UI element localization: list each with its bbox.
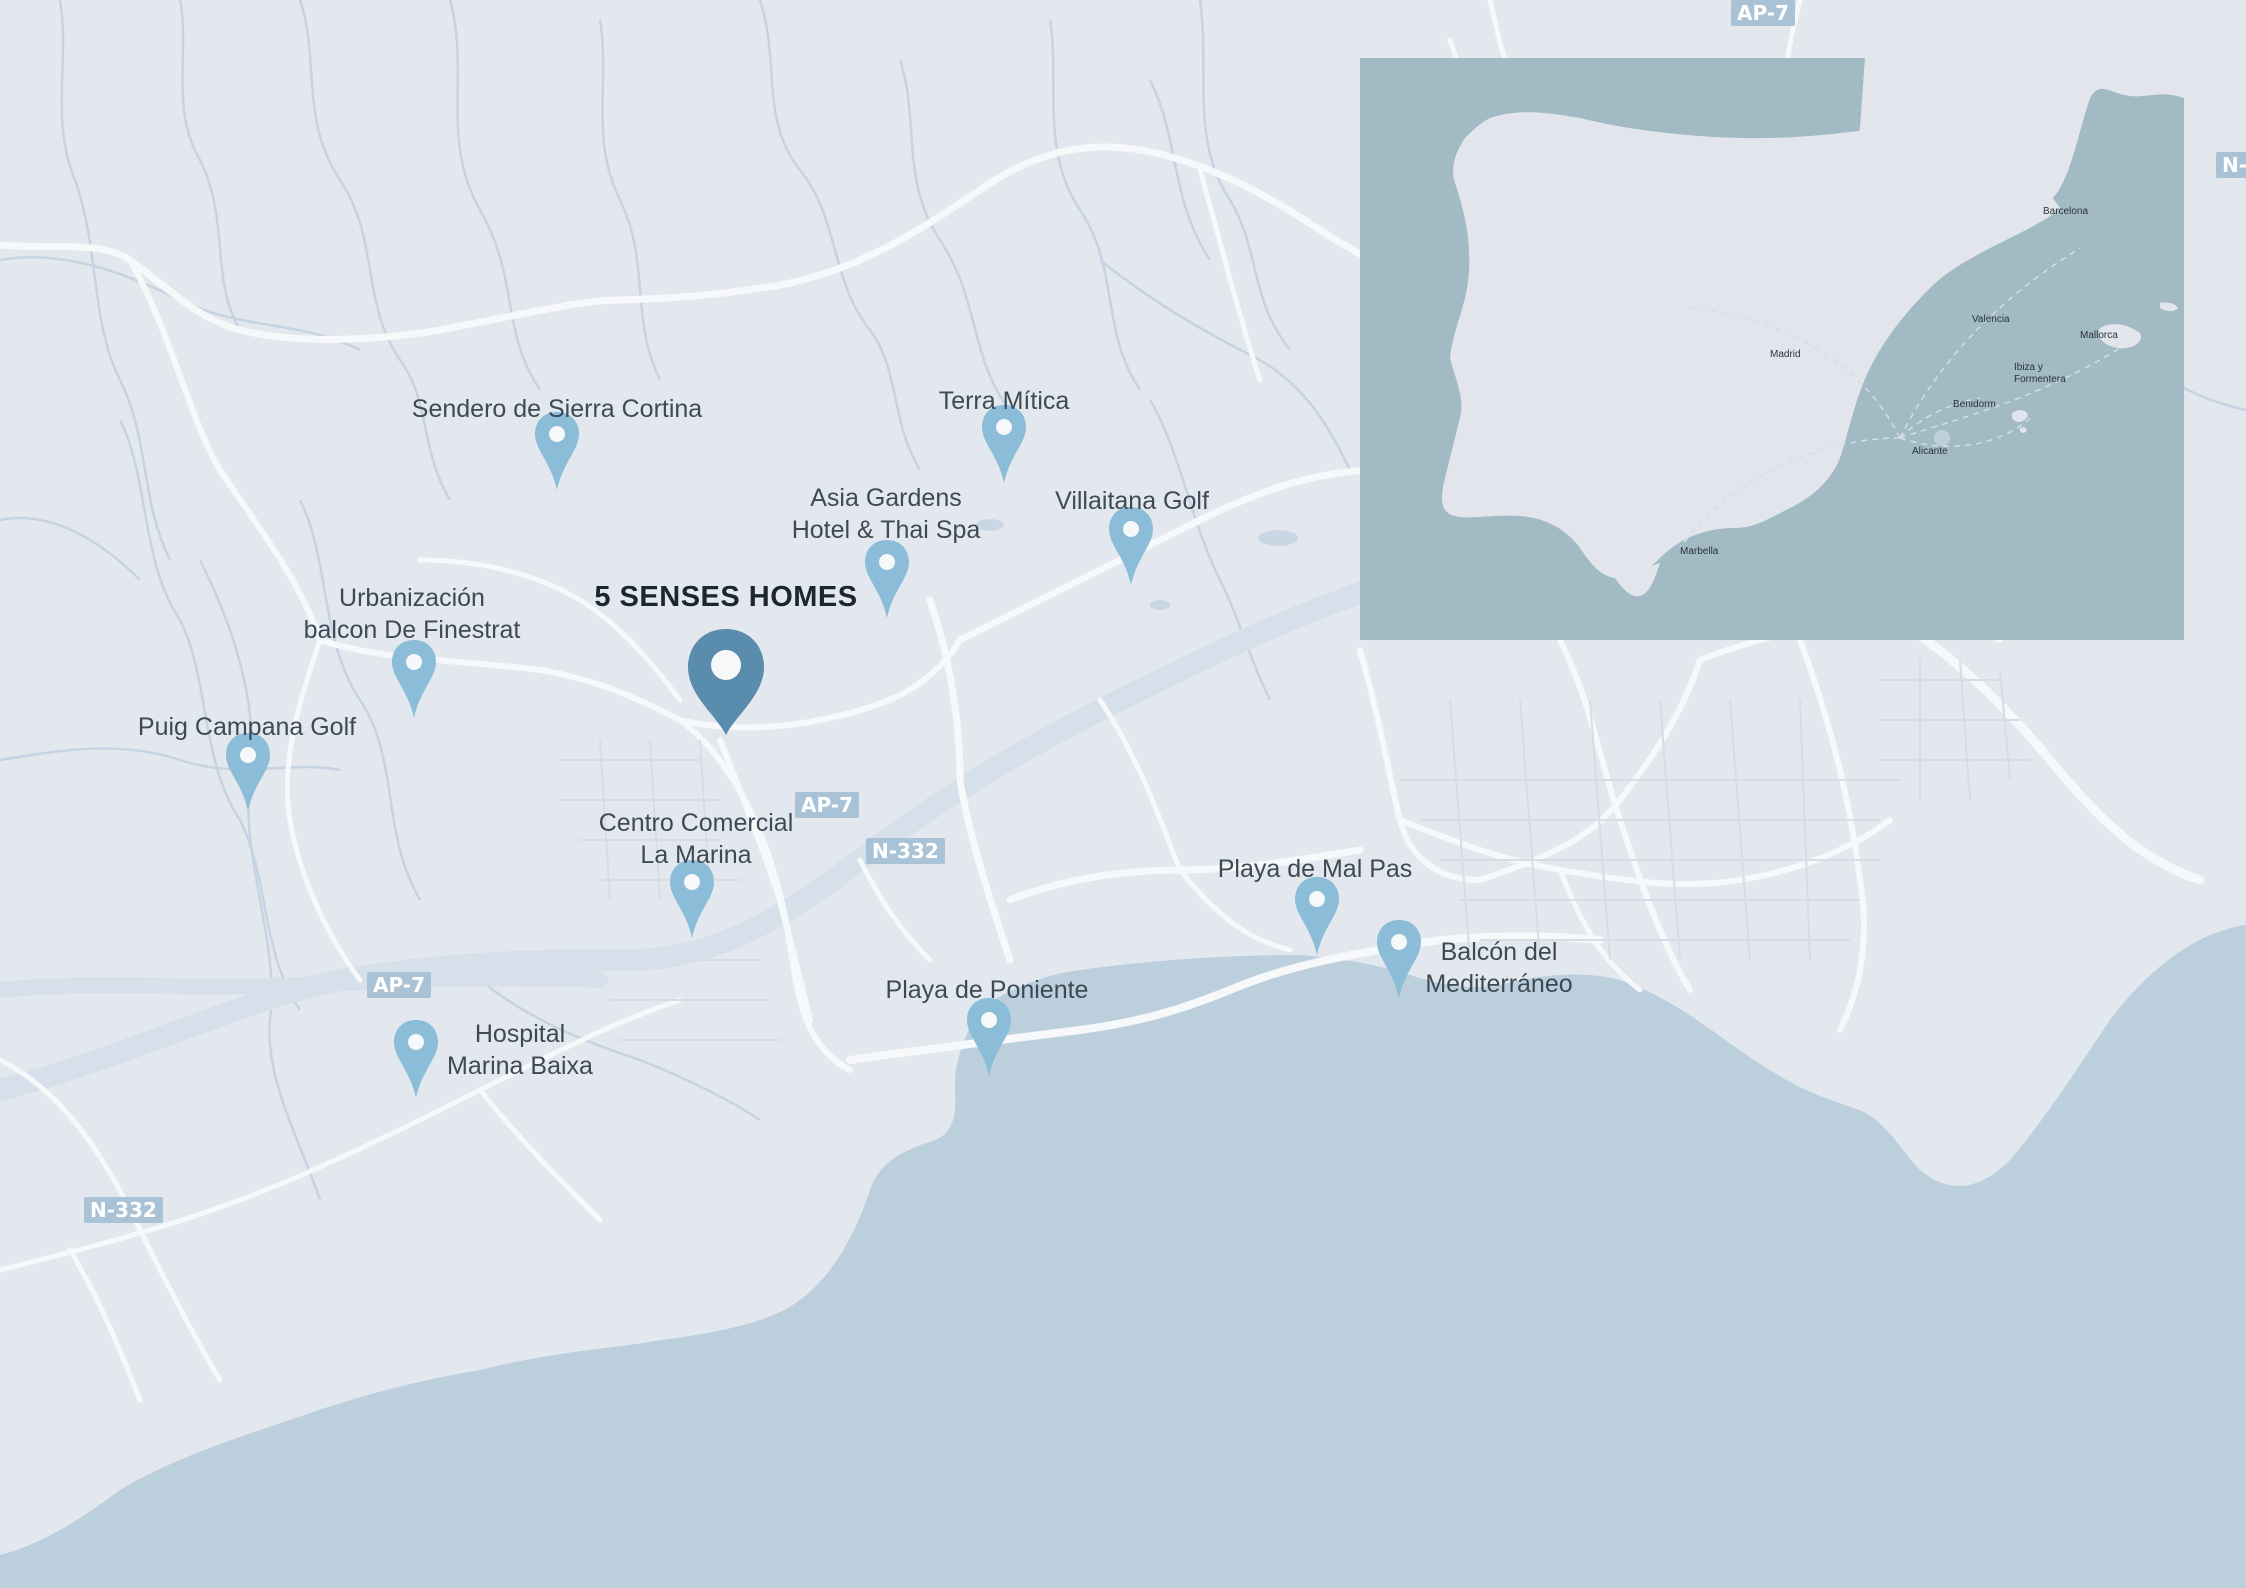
pin-asia[interactable] bbox=[865, 540, 909, 618]
pin-terra[interactable] bbox=[982, 405, 1026, 483]
poi-label-line: Balcón del bbox=[1440, 938, 1558, 966]
inset-city-formentera: Formentera bbox=[2014, 374, 2066, 385]
poi-label-line: balcon De Finestrat bbox=[303, 616, 521, 644]
inset-land-south bbox=[1615, 563, 1660, 597]
poi-label-line: Puig Campana Golf bbox=[137, 713, 357, 741]
poi-label-centro: Centro Comercial La Marina bbox=[599, 807, 794, 871]
map-pin-icon bbox=[392, 640, 436, 718]
poi-label-line: Terra Mítica bbox=[938, 387, 1070, 415]
inset-city-madrid: Madrid bbox=[1770, 349, 1801, 360]
inset-map: Barcelona Valencia Madrid Mallorca Ibiza… bbox=[1360, 58, 2184, 640]
road-badge: AP-7 bbox=[1731, 0, 1796, 26]
road-badge: N-332 bbox=[866, 838, 945, 864]
poi-label-line: Villaitana Golf bbox=[1055, 487, 1209, 515]
map-pin-icon bbox=[1377, 920, 1421, 998]
poi-label-poniente: Playa de Poniente bbox=[886, 974, 1089, 1006]
pin-urbanizacion[interactable] bbox=[392, 640, 436, 718]
poi-label-line: Mediterráneo bbox=[1425, 970, 1573, 998]
map-pin-icon bbox=[967, 998, 1011, 1076]
inset-island-formentera bbox=[2019, 427, 2027, 433]
poi-label-urbanizacion: Urbanización balcon De Finestrat bbox=[304, 582, 521, 646]
map-pin-icon bbox=[1295, 877, 1339, 955]
pin-villaitana[interactable] bbox=[1109, 507, 1153, 585]
poi-label-villaitana: Villaitana Golf bbox=[1055, 485, 1209, 517]
main-marker-label: 5 SENSES HOMES bbox=[594, 581, 858, 613]
pin-puig[interactable] bbox=[226, 733, 270, 811]
inset-land-iberia bbox=[1442, 112, 2060, 578]
poi-label-line: Sendero de Sierra Cortina bbox=[411, 395, 703, 423]
map-pin-icon bbox=[670, 860, 714, 938]
inset-city-alicante: Alicante bbox=[1912, 446, 1948, 457]
map-pin-icon bbox=[982, 405, 1026, 483]
poi-label-line: Playa de Mal Pas bbox=[1217, 855, 1413, 883]
road-badge: AP-7 bbox=[367, 972, 432, 998]
inset-city-benidorm: Benidorm bbox=[1953, 399, 1996, 410]
poi-label-line: La Marina bbox=[640, 841, 752, 869]
inset-city-marbella: Marbella bbox=[1680, 546, 1719, 557]
inset-map-canvas bbox=[1360, 58, 2184, 640]
pin-malpas[interactable] bbox=[1295, 877, 1339, 955]
poi-label-malpas: Playa de Mal Pas bbox=[1218, 853, 1413, 885]
pin-sendero[interactable] bbox=[535, 412, 579, 490]
inset-city-ibiza: Ibiza y bbox=[2014, 362, 2043, 373]
map-pin-icon bbox=[1109, 507, 1153, 585]
inset-island-mallorca bbox=[2098, 324, 2141, 349]
inset-city-barcelona: Barcelona bbox=[2043, 206, 2089, 217]
poi-label-line: Hotel & Thai Spa bbox=[791, 516, 981, 544]
road-badge: N-332 bbox=[84, 1197, 163, 1223]
map-pin-icon bbox=[865, 540, 909, 618]
street-grid bbox=[560, 659, 2030, 1041]
inset-routes bbox=[1679, 247, 2121, 549]
ponds bbox=[976, 519, 1298, 610]
poi-label-terra: Terra Mítica bbox=[939, 385, 1070, 417]
pin-hospital[interactable] bbox=[394, 1020, 438, 1098]
map-pin-icon bbox=[226, 733, 270, 811]
map-pin-icon bbox=[688, 629, 764, 735]
poi-label-sendero: Sendero de Sierra Cortina bbox=[412, 393, 702, 425]
pin-balcon[interactable] bbox=[1377, 920, 1421, 998]
inset-city-valencia: Valencia bbox=[1972, 314, 2010, 325]
road-badge: N- bbox=[2216, 152, 2246, 178]
inset-alicante-dot bbox=[1934, 430, 1950, 446]
inset-island-ibiza bbox=[2012, 410, 2028, 422]
inset-city-mallorca: Mallorca bbox=[2080, 330, 2118, 341]
main-pin[interactable] bbox=[688, 629, 764, 735]
sea bbox=[0, 925, 2246, 1588]
poi-label-line: Marina Baixa bbox=[447, 1052, 593, 1080]
poi-label-line: Asia Gardens bbox=[810, 484, 962, 512]
pin-poniente[interactable] bbox=[967, 998, 1011, 1076]
pins bbox=[226, 405, 1421, 1098]
poi-label-line: Centro Comercial bbox=[598, 809, 794, 837]
map-pin-icon bbox=[535, 412, 579, 490]
poi-label-puig: Puig Campana Golf bbox=[138, 711, 356, 743]
road-badge: AP-7 bbox=[795, 792, 860, 818]
inset-island-menorca bbox=[2160, 302, 2178, 311]
poi-label-line: Urbanización bbox=[339, 584, 485, 612]
pin-centro[interactable] bbox=[670, 860, 714, 938]
poi-label-line: Hospital bbox=[474, 1020, 566, 1048]
map-pin-icon bbox=[394, 1020, 438, 1098]
poi-label-line: Playa de Poniente bbox=[885, 976, 1089, 1004]
